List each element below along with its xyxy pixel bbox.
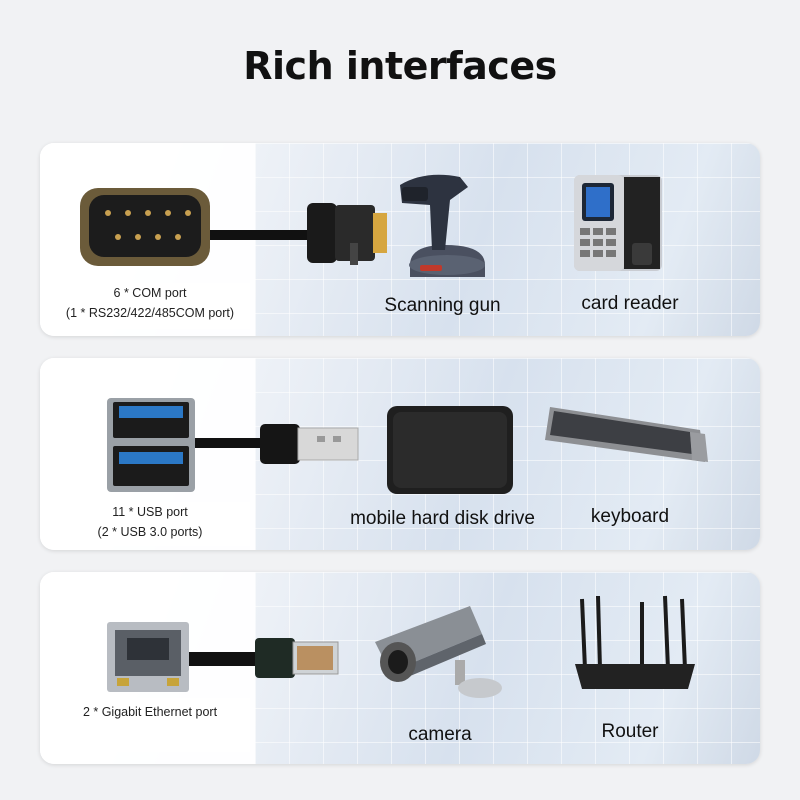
com-port-count: 6 * COM port xyxy=(113,286,187,300)
card-reader-icon xyxy=(574,175,662,271)
device-label-camera: camera xyxy=(408,724,472,745)
usb-port-detail: (2 * USB 3.0 ports) xyxy=(97,525,203,539)
keyboard-icon xyxy=(545,407,708,462)
usb-port-count: 11 * USB port xyxy=(112,505,188,519)
page-title: Rich interfaces xyxy=(243,44,557,88)
barcode-scanner-icon xyxy=(400,174,485,277)
com-port-card: 6 * COM port (1 * RS232/422/485COM port)… xyxy=(40,143,760,336)
router-icon xyxy=(575,595,695,689)
device-label-hard-disk: mobile hard disk drive xyxy=(350,508,535,529)
camera-icon xyxy=(375,606,502,698)
usb-port-icon xyxy=(107,398,359,492)
device-label-keyboard: keyboard xyxy=(590,506,670,527)
ethernet-port-label: 2 * Gigabit Ethernet port xyxy=(50,698,250,752)
usb-port-card: 11 * USB port (2 * USB 3.0 ports) mobile… xyxy=(40,358,760,550)
device-label-scanning-gun: Scanning gun xyxy=(384,295,501,316)
hard-disk-icon xyxy=(387,406,513,494)
com-port-label: 6 * COM port (1 * RS232/422/485COM port) xyxy=(50,283,250,329)
device-label-card-reader: card reader xyxy=(581,293,679,314)
device-label-router: Router xyxy=(601,721,659,742)
com-port-detail: (1 * RS232/422/485COM port) xyxy=(65,306,235,320)
ethernet-port-count: 2 * Gigabit Ethernet port xyxy=(82,705,218,719)
usb-port-label: 11 * USB port (2 * USB 3.0 ports) xyxy=(50,502,250,546)
ethernet-port-card: 2 * Gigabit Ethernet port camera Router xyxy=(40,572,760,764)
ethernet-port-icon xyxy=(107,622,339,692)
db9-com-port-icon xyxy=(80,188,387,266)
